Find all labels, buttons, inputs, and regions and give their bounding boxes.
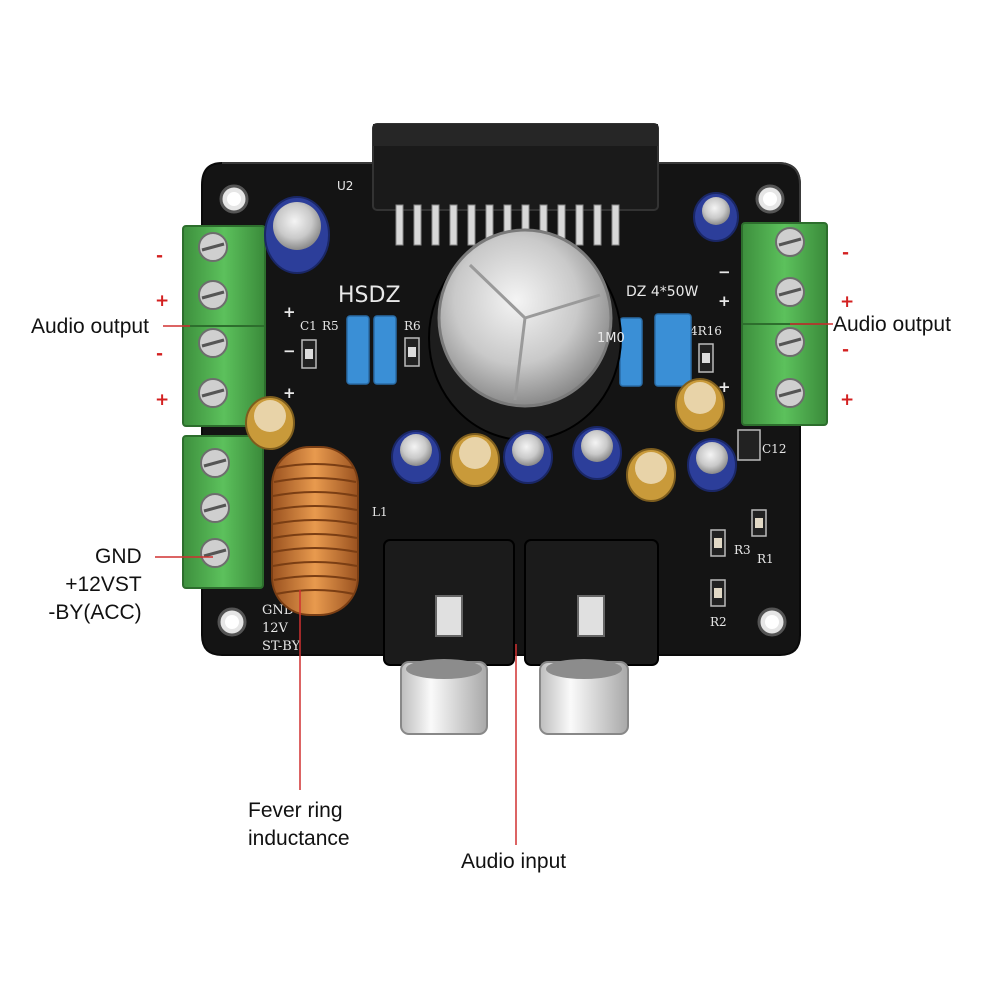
polarity-right-1: - [842,243,850,263]
callout-audio-input: Audio input [461,850,567,873]
ic-pins [395,204,620,246]
silk-cap-c1: C1 [300,319,317,333]
silk-brand: HSDZ [338,283,401,308]
silk-cap-c12: C12 [762,442,786,456]
callout-inductor: Fever ring inductance [248,797,350,853]
terminal-block-power [182,435,264,589]
cap-bottom-4 [572,426,622,480]
silk-power-stby: ST-BY [262,639,301,654]
svg-text:−: − [283,342,296,360]
silk-resistor-r3: R3 [734,543,751,557]
cap-top-right [693,192,739,242]
polarity-left-2: + [155,291,170,311]
silk-resistor-r5: R5 [322,319,339,333]
polarity-left-3: - [156,344,164,364]
rca-input-jacks [383,539,659,735]
cap-bottom-1 [391,430,441,484]
callout-audio-output-right: Audio output [833,313,951,336]
polarity-left-4: + [155,390,170,410]
silk-resistor-4r16: 4R16 [690,324,722,338]
terminal-block-audio-output-right [741,222,828,426]
silk-resistor-r1: R1 [757,552,774,566]
polarity-right-2: + [840,292,855,312]
terminal-block-audio-output-left [182,225,266,427]
silk-power-12v: 12V [262,621,289,636]
polarity-right-4: + [840,390,855,410]
big-cap-marking: 1M0 [597,331,625,346]
cap-bottom-2 [450,433,500,487]
silk-inductor-l1: L1 [372,505,388,519]
callout-inductor-line1: Fever ring [248,799,343,822]
silkscreen: U2 HSDZ DZ 4*50W C1 R5 R6 4R16 C12 L1 R3… [262,179,786,654]
silk-model: DZ 4*50W [626,284,699,300]
polarity-right-3: - [842,340,850,360]
toroidal-inductor [271,446,359,616]
cap-bottom-5 [626,448,676,502]
leader-lines [155,323,833,845]
svg-text:+: + [718,292,731,310]
callout-power: GND +12VST -BY(ACC) [42,543,142,627]
film-capacitors [346,313,692,387]
cap-top-left [264,196,330,274]
svg-text:+: + [283,384,296,402]
callout-power-12vst: +12VST [65,573,142,596]
smd-components [301,337,767,607]
cap-right-gold [675,378,725,432]
silk-resistor-r2: R2 [710,615,727,629]
cap-left-gold [245,396,295,450]
amplifier-ic [372,123,659,246]
svg-text:+: + [283,303,296,321]
callout-power-acc: -BY(ACC) [48,601,142,624]
mounting-holes [217,184,787,637]
callout-audio-output-left: Audio output [31,315,149,338]
svg-text:−: − [718,263,731,281]
callout-inductor-line2: inductance [248,827,350,850]
small-capacitors [245,192,739,502]
cap-bottom-3 [503,430,553,484]
callout-power-gnd: GND [95,545,142,568]
silk-ic-label: U2 [337,179,353,193]
silk-resistor-r6: R6 [404,319,421,333]
polarity-left-1: - [156,246,164,266]
cap-right-blue [687,438,737,492]
